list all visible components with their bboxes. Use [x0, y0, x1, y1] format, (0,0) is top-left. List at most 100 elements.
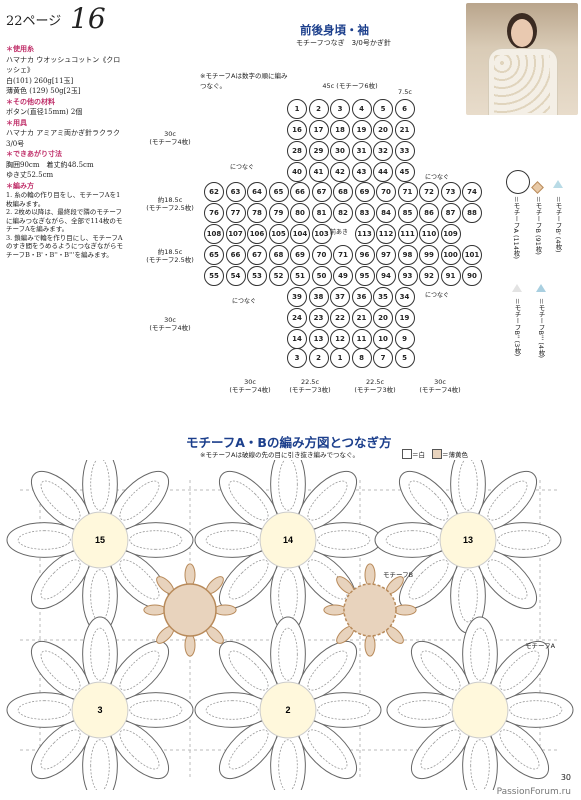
left-dim-2-value: 約18.5c	[157, 196, 183, 204]
petal-stitches	[317, 530, 371, 550]
motif-number-3: 3	[97, 705, 102, 715]
motif-cell: 101	[462, 245, 482, 265]
motif-cell: 70	[376, 182, 396, 202]
motif-cell: 41	[308, 162, 329, 182]
motif-cell: 80	[290, 203, 310, 223]
motif-b-center	[163, 583, 217, 637]
material-line: 3/0号	[6, 139, 25, 148]
motif-cell: 66	[225, 245, 246, 265]
motif-cell: 3	[330, 99, 350, 119]
label-motif-b: モチーフB	[383, 571, 414, 579]
key-yellow: ＝薄黄色	[442, 451, 468, 459]
diagram-title: 前後身頃・袖	[300, 23, 369, 37]
petal-stitches	[119, 650, 160, 691]
motif-cell: 97	[376, 245, 396, 265]
model-photo	[466, 3, 578, 115]
motif-cell: 110	[419, 224, 439, 244]
motif-cell: 92	[419, 266, 439, 286]
motif-cell: 71	[397, 182, 418, 202]
tsunagu-label-lower-left: につなぐ	[232, 298, 257, 305]
petal-stitches	[278, 627, 298, 681]
petal-stitches	[17, 700, 71, 720]
motif-cell: 73	[440, 182, 461, 202]
petal-stitches	[307, 729, 348, 770]
motif-cell: 5	[394, 348, 415, 368]
motif-cell: 40	[287, 162, 307, 182]
motif-cell: 5	[373, 99, 393, 119]
left-dim-3-sub: (モチーフ2.5枚)	[146, 256, 194, 264]
motif-cell: 68	[333, 182, 353, 202]
motif-b-spoke	[364, 633, 376, 657]
key-white-box	[402, 449, 412, 459]
motif-cell: 67	[247, 245, 267, 265]
motif-cell: 78	[247, 203, 267, 223]
bottom-note: ※モチーフAは破線の先の目に引き抜き編みでつなぐ。	[200, 451, 360, 459]
motif-number-14: 14	[283, 535, 293, 545]
motif-cell: 19	[351, 120, 372, 140]
motif-b-center	[343, 583, 397, 637]
motif-cell: 35	[373, 287, 393, 307]
petal-stitches	[470, 627, 490, 681]
material-line: 胸囲90cm 着丈約48.5cm	[6, 160, 94, 169]
tsunagu-label-lower-right: につなぐ	[425, 292, 450, 299]
motif-cell: 94	[376, 266, 396, 286]
motif-cell: 68	[268, 245, 289, 265]
legend-b: ＝モチーフB (91枚)	[534, 196, 542, 255]
label-motif-a: モチーフA	[525, 642, 556, 650]
material-line: ハマナカ ウオッシュコットン《クロッシェ》	[6, 55, 121, 75]
legend-b3: ＝モチーフB''' (4枚)	[537, 298, 545, 359]
motif-cell: 43	[351, 162, 372, 182]
motif-cell: 42	[330, 162, 350, 182]
bottom-dim-2-value: 22.5c	[300, 378, 320, 386]
petal-stitches	[470, 739, 490, 790]
motif-cell: 21	[394, 120, 415, 140]
lace-pattern	[494, 55, 550, 113]
motif-cell: 88	[462, 203, 482, 223]
page-reference: 22ページ	[6, 14, 62, 29]
motif-cell: 70	[311, 245, 332, 265]
motif-b-spoke	[323, 604, 347, 616]
motif-cell: 53	[247, 266, 267, 286]
flower-center	[439, 511, 497, 569]
petal-stitches	[509, 700, 563, 720]
petal-stitches	[205, 700, 259, 720]
flower-center	[451, 681, 509, 739]
motif-cell: 31	[351, 141, 372, 161]
legend-triangle-b1	[553, 180, 563, 188]
motif-b-spoke	[213, 604, 237, 616]
motif-cell: 54	[225, 266, 246, 286]
motif-cell: 39	[287, 287, 307, 307]
motif-cell: 23	[308, 308, 329, 328]
step-2: 2. 2枚め以降は、最終段で隣のモチーフに編みつなぎながら、全部で114枚のモチ…	[6, 208, 123, 233]
diagram-note: ※モチーフAは数字の順に編みつなぐ。	[200, 72, 288, 90]
motif-cell: 18	[330, 120, 350, 140]
petal-stitches	[487, 480, 528, 521]
petal-stitches	[458, 569, 478, 623]
motif-cell: 81	[311, 203, 332, 223]
petal-stitches	[397, 700, 451, 720]
petal-stitches	[40, 480, 81, 521]
motif-cell: 22	[330, 308, 350, 328]
motif-cell: 106	[247, 224, 267, 244]
motif-cell: 98	[397, 245, 418, 265]
petal-stitches	[420, 650, 461, 691]
motif-cell: 65	[204, 245, 224, 265]
motif-cell: 9	[394, 329, 415, 349]
motif-b-spoke	[393, 604, 417, 616]
motif-cell: 20	[373, 120, 393, 140]
watermark: PassionForum.ru	[496, 787, 571, 797]
petal-stitches	[90, 739, 110, 790]
motif-cell: 2	[308, 99, 329, 119]
motif-cell: 107	[225, 224, 246, 244]
motif-cell: 30	[330, 141, 350, 161]
motif-number-15: 15	[95, 535, 105, 545]
petal-stitches	[499, 650, 540, 691]
motif-cell: 29	[308, 141, 329, 161]
petal-stitches	[487, 559, 528, 600]
flower-center	[71, 511, 129, 569]
legend-b1: ＝モチーフB' (4枚)	[554, 196, 562, 253]
bottom-title: モチーフA・Bの編み方図とつなぎ方	[186, 435, 392, 450]
flower-center	[71, 681, 129, 739]
motif-cell: 6	[394, 99, 415, 119]
legend-a: ＝モチーフA (114枚)	[512, 196, 520, 259]
